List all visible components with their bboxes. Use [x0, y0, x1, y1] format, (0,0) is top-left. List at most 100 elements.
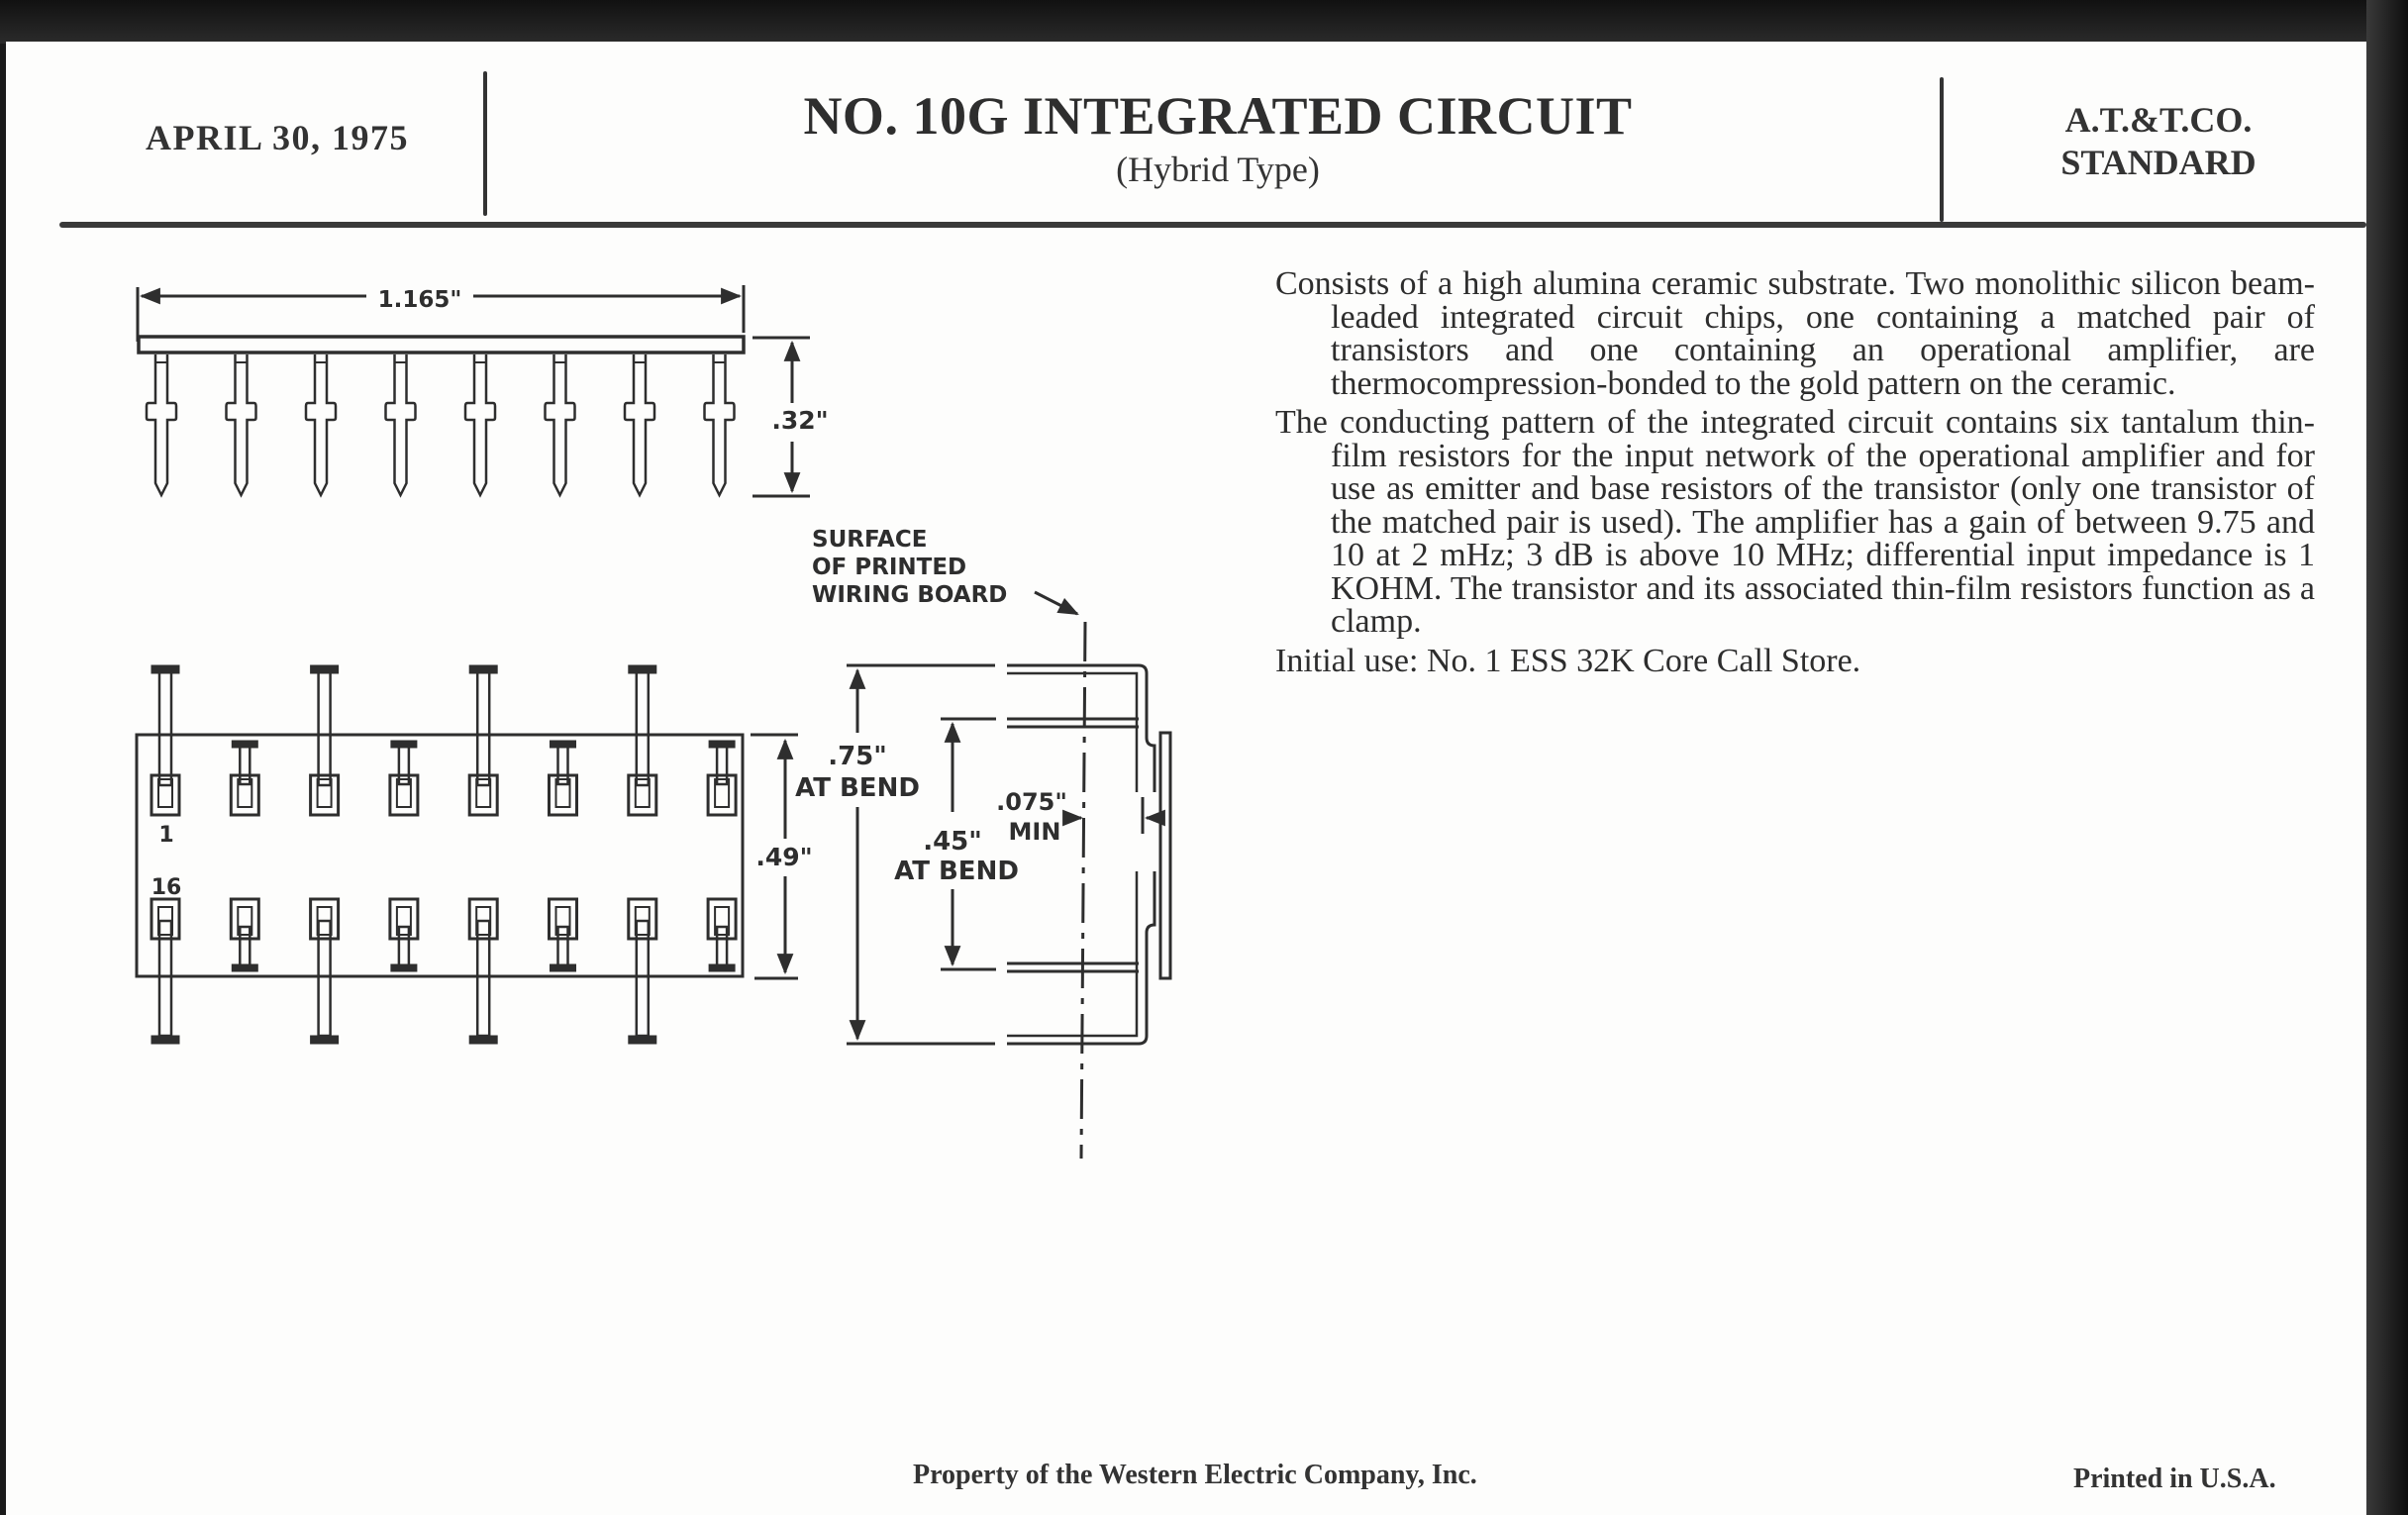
side-pin: [463, 354, 497, 498]
lead-foot: [310, 1035, 340, 1045]
description-paragraph: Consists of a high alumina ceramic subst…: [1275, 265, 2315, 402]
header-divider-right: [1940, 77, 1944, 222]
pin-pad-inner: [395, 778, 412, 808]
pin-pad-inner: [714, 906, 731, 936]
standard-line-1: A.T.&T.CO.: [2064, 100, 2253, 140]
pin-pad-outer: [706, 773, 738, 817]
inner-span-sub: AT BEND: [894, 857, 1019, 886]
thickness-dimension-label: .49": [755, 843, 812, 871]
pin-pad-outer: [467, 773, 499, 817]
top-pins: [150, 664, 738, 1045]
header-date: APRIL 30, 1975: [145, 118, 410, 157]
pin-pad-outer: [150, 897, 181, 941]
side-pin: [225, 354, 257, 498]
pin-16-label: 16: [151, 875, 182, 900]
lead-outer-bottom-inner: [1007, 871, 1139, 1038]
side-pin: [703, 354, 736, 498]
pin-pad-outer: [229, 773, 260, 817]
pin-pad-outer: [627, 897, 658, 941]
standard-block: A.T.&T.CO. STANDARD: [1960, 99, 2357, 184]
pin-pad-outer: [388, 897, 420, 941]
lead-foot: [708, 963, 736, 972]
top-view: [135, 664, 798, 1045]
side-pin: [145, 354, 178, 498]
lead-foot: [310, 664, 340, 674]
pin-pad-outer: [706, 897, 738, 941]
initial-use: Initial use: No. 1 ESS 32K Core Call Sto…: [1275, 642, 1861, 679]
outer-span-label: .75": [828, 742, 887, 771]
lead-bottom-short: [715, 925, 729, 968]
pin-1-label: 1: [158, 823, 173, 848]
pin-pad-outer: [309, 773, 341, 817]
surface-label: SURFACE OF PRINTED WIRING BOARD: [812, 527, 1007, 608]
pin-pad-inner: [395, 906, 412, 936]
pin-pad-inner: [634, 778, 651, 808]
lead-bottom-short: [397, 925, 411, 968]
outer-span-sub: AT BEND: [795, 773, 920, 803]
lead-foot: [150, 1035, 180, 1045]
end-view: [847, 590, 1172, 1160]
pin-pad-outer: [548, 897, 578, 941]
side-pin: [544, 354, 576, 498]
pin-pad-inner: [554, 906, 571, 936]
surface-label-line: WIRING BOARD: [812, 582, 1007, 608]
lead-foot: [468, 664, 498, 674]
height-dimension-label: .32": [771, 406, 828, 435]
lead-foot: [628, 664, 657, 674]
substrate-end: [1158, 731, 1172, 980]
side-pin: [623, 354, 656, 498]
lead-top: [317, 669, 332, 787]
lead-bottom-short: [239, 925, 251, 968]
lead-outer-top: [1007, 663, 1156, 792]
substrate-outline: [135, 733, 745, 978]
lead-top: [475, 669, 491, 787]
lead-top: [635, 669, 651, 787]
pin-pad-inner: [316, 778, 333, 808]
pin-pad-outer: [627, 773, 658, 817]
lead-foot: [628, 1035, 657, 1045]
width-dimension-label: 1.165": [378, 287, 462, 313]
description-paragraph: The conducting pattern of the integrated…: [1275, 404, 2315, 640]
lead-foot: [390, 963, 418, 972]
inner-span-label: .45": [923, 827, 982, 857]
pin-pad-inner: [237, 778, 253, 808]
substrate-edge: [137, 335, 746, 354]
surface-label-line: OF PRINTED: [812, 555, 966, 580]
standard-line-2: STANDARD: [2060, 143, 2257, 182]
lead-foot: [708, 740, 736, 749]
lead-foot: [390, 740, 418, 749]
header-rule: [59, 222, 2366, 228]
side-view: [136, 285, 810, 498]
lead-foot: [550, 963, 576, 972]
lead-foot: [468, 1035, 498, 1045]
side-pin: [384, 354, 417, 498]
board-surface-centerline: [1079, 621, 1087, 1160]
standoff-label: .075": [996, 788, 1067, 816]
pin-pad-inner: [714, 778, 731, 808]
lead-foot: [550, 740, 576, 749]
lead-foot: [231, 740, 258, 749]
lead-top: [157, 669, 173, 787]
header-divider-left: [483, 71, 487, 216]
surface-label-line: SURFACE: [812, 527, 927, 553]
standoff-sub: MIN: [1009, 818, 1061, 846]
lead-foot: [150, 664, 180, 674]
lead-outer-bottom: [1007, 871, 1156, 1046]
lead-bottom-short: [556, 925, 569, 968]
pin-pad-outer: [467, 897, 499, 941]
pin-pad-inner: [237, 906, 253, 936]
pin-pad-outer: [229, 897, 260, 941]
pin-pad-inner: [475, 778, 492, 808]
pin-pad-outer: [150, 773, 181, 817]
document-subtitle: (Hybrid Type): [1116, 150, 1320, 189]
pin-pad-outer: [548, 773, 578, 817]
pin-pad-outer: [388, 773, 420, 817]
scan-right-border: [2366, 0, 2408, 1515]
lead-outer-top-inner: [1007, 671, 1139, 792]
printed-notice: Printed in U.S.A.: [2073, 1464, 2276, 1494]
leader-arrow: [1034, 590, 1079, 616]
pin-pad-inner: [157, 778, 173, 808]
pin-pad-inner: [554, 778, 571, 808]
property-notice: Property of the Western Electric Company…: [913, 1460, 1477, 1490]
